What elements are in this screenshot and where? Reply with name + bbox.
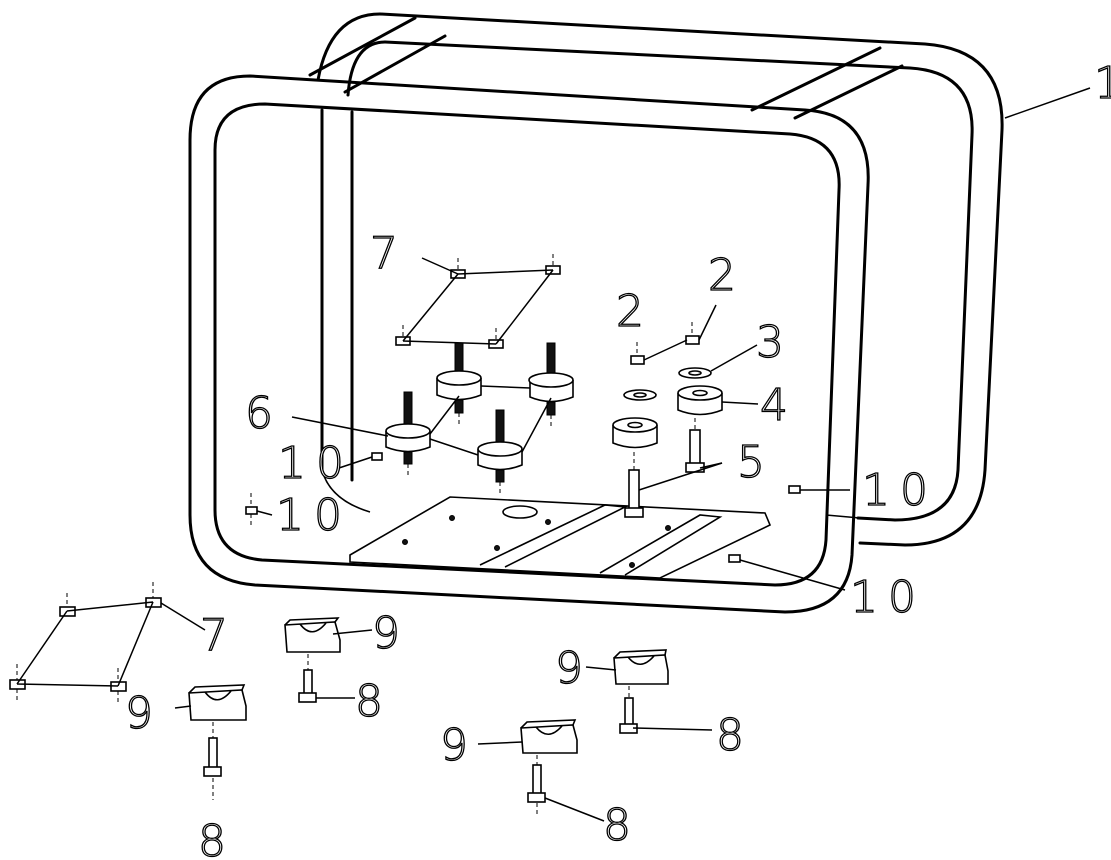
- base-plate-center-hole: [502, 505, 538, 519]
- callout-8-c: 8: [198, 816, 236, 860]
- rubber-mount: [385, 423, 431, 465]
- base-plate-hole: [629, 562, 635, 568]
- base-plate-hole: [402, 539, 408, 545]
- callout-9-b: 9: [125, 688, 163, 739]
- washer: [623, 389, 657, 401]
- hex-nut: [685, 335, 700, 345]
- callout-8-d: 8: [603, 800, 641, 851]
- callout-8-a: 8: [355, 676, 393, 727]
- small-nut: [371, 452, 383, 461]
- base-plate-hole: [494, 545, 500, 551]
- small-nut: [788, 485, 801, 494]
- axis-line: [16, 582, 154, 702]
- lower-nut-group: [9, 582, 162, 702]
- threaded-stud: [403, 391, 413, 428]
- base-plate-outline: [349, 496, 772, 579]
- axis-line: [636, 322, 693, 356]
- axis-line: [633, 418, 696, 470]
- callout-8-b: 8: [716, 710, 754, 761]
- callout-10-b: 10: [276, 490, 352, 541]
- frame-back-loop-outer: [378, 12, 1004, 547]
- callout-10-d: 10: [850, 572, 926, 623]
- top-rail-right-outer: [750, 46, 882, 112]
- bolt: [624, 469, 644, 518]
- base-plate-hole: [449, 515, 455, 521]
- nut-link-lines: [16, 601, 154, 687]
- callout-labels: 1 7 2 2 3 4 6 5 10 10 10 10 7 9 8 9 9 8 …: [124, 57, 1111, 860]
- frame-bottom-right-link: [825, 514, 861, 519]
- left-mount-group: [385, 254, 574, 494]
- axis-line: [212, 654, 630, 815]
- callout-7-upper: 7: [370, 228, 408, 279]
- foot-bolt: [203, 737, 222, 777]
- bolt: [685, 429, 705, 473]
- callout-6: 6: [245, 388, 283, 439]
- tube-frame: [188, 12, 1004, 614]
- rubber-bushing: [677, 385, 723, 416]
- base-plate-hole: [665, 525, 671, 531]
- callout-2-left: 2: [616, 286, 654, 337]
- frame-front-loop-outer: [188, 74, 870, 614]
- rubber-mount: [528, 372, 574, 416]
- frame-back-loop-inner: [383, 40, 974, 522]
- axis-line: [407, 413, 552, 494]
- nut-link-lines: [402, 269, 554, 345]
- mount-link-lines: [429, 385, 552, 456]
- top-rail-left-outer: [308, 16, 417, 77]
- frame-back-loop-left: [316, 12, 387, 97]
- washer: [678, 367, 712, 379]
- frame-front-loop-inner: [213, 102, 841, 587]
- axis-line: [402, 254, 554, 340]
- threaded-stud: [495, 409, 505, 446]
- rubber-foot: [520, 719, 578, 754]
- callout-9-d: 9: [440, 720, 478, 771]
- callout-9-a: 9: [372, 608, 410, 659]
- callout-4: 4: [760, 380, 798, 431]
- callout-3: 3: [756, 317, 794, 368]
- rubber-foot: [613, 649, 669, 685]
- foot-bolt: [619, 697, 638, 734]
- callout-7-lower: 7: [200, 610, 238, 661]
- callout-1: 1: [1094, 58, 1111, 109]
- callout-10-a: 10: [278, 438, 354, 489]
- base-plate-hole: [545, 519, 551, 525]
- rubber-foot: [188, 684, 247, 721]
- rubber-mount: [477, 441, 523, 483]
- foot-bolt: [298, 669, 317, 703]
- callout-5: 5: [737, 437, 775, 488]
- rubber-foot: [284, 617, 341, 653]
- base-plate: [349, 496, 772, 579]
- small-nut: [728, 554, 741, 563]
- frame-bottom-left-link: [321, 469, 371, 513]
- leader-lines: [160, 87, 1091, 822]
- base-plate-rail-b: [599, 514, 723, 576]
- callout-10-c: 10: [862, 465, 938, 516]
- rubber-mount: [436, 370, 482, 414]
- foot-bolt: [527, 764, 546, 803]
- base-plate-rail-a: [479, 504, 628, 568]
- callout-9-c: 9: [555, 643, 593, 694]
- rubber-bushing: [612, 417, 658, 449]
- callout-2-right: 2: [708, 250, 746, 301]
- right-mount-group: [612, 322, 723, 518]
- small-nut: [245, 506, 258, 515]
- hex-nut: [630, 355, 645, 365]
